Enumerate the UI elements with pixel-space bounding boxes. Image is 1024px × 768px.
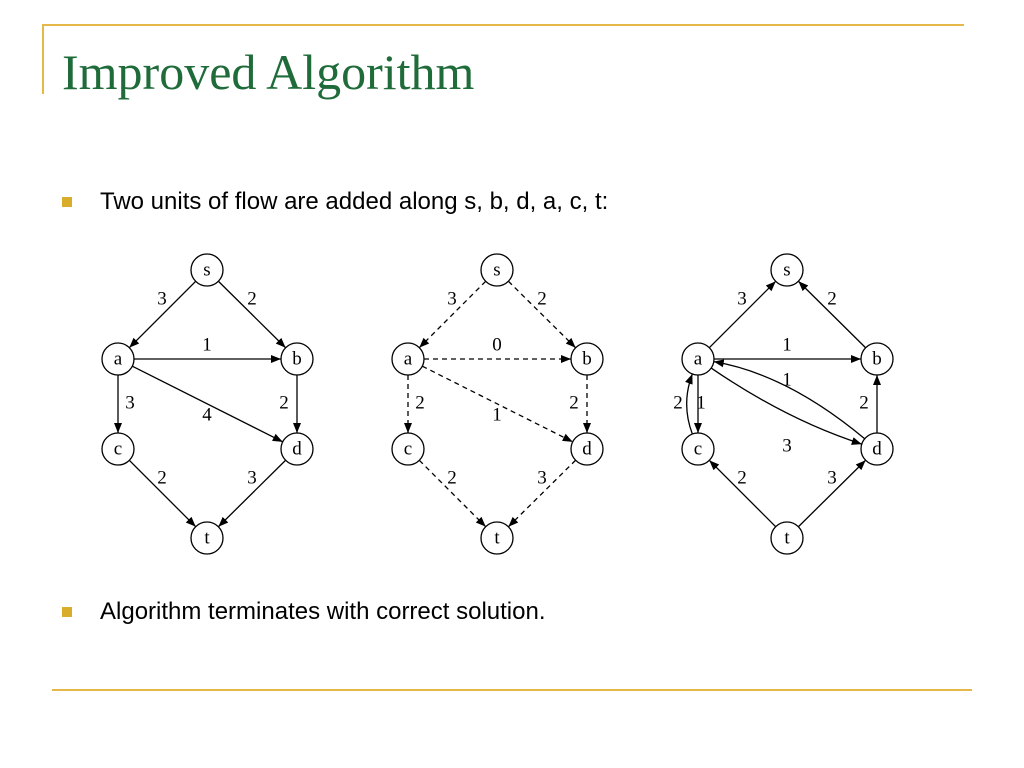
- edge-c-t: [128, 459, 197, 528]
- node-label-d: d: [872, 438, 882, 459]
- node-label-s: s: [493, 259, 500, 280]
- node-label-b: b: [582, 348, 592, 369]
- edge-label-a-b: 1: [202, 334, 212, 355]
- slide-title: Improved Algorithm: [62, 44, 475, 100]
- edge-label-d-t: 3: [537, 467, 547, 488]
- node-t: [190, 521, 224, 555]
- edge-label-a-b: 1: [782, 334, 792, 355]
- edge-label-s-a: 3: [447, 288, 457, 309]
- edge-c-t: [418, 459, 487, 528]
- bullet-item-2: Algorithm terminates with correct soluti…: [62, 598, 546, 626]
- node-label-b: b: [872, 348, 882, 369]
- node-label-c: c: [114, 438, 122, 459]
- edge-d-t: [507, 459, 577, 528]
- edge-label-t-c: 2: [737, 467, 747, 488]
- edge-label-d-t: 3: [247, 467, 257, 488]
- edge-c-a: [685, 373, 693, 435]
- node-s: [190, 253, 224, 287]
- node-b: [570, 342, 604, 376]
- edge-a-s: [708, 280, 777, 349]
- node-label-a: a: [404, 348, 413, 369]
- graph-middle: 3 2 0 2 1 2 2 3 s a b c d t: [391, 253, 604, 555]
- node-label-s: s: [783, 259, 790, 280]
- node-label-a: a: [694, 348, 703, 369]
- edge-label-a-c: 3: [125, 392, 135, 413]
- node-label-d: d: [582, 438, 592, 459]
- node-label-s: s: [203, 259, 210, 280]
- edge-label-c-t: 2: [157, 467, 167, 488]
- edge-b-s: [797, 280, 867, 349]
- node-label-d: d: [292, 438, 302, 459]
- node-t: [770, 521, 804, 555]
- edge-label-b-d: 2: [279, 392, 289, 413]
- edge-d-a: [713, 359, 866, 440]
- edge-label-b-s: 2: [827, 288, 837, 309]
- bullet-item-1: Two units of flow are added along s, b, …: [62, 188, 608, 216]
- square-bullet-icon: [62, 607, 72, 617]
- node-label-b: b: [292, 348, 302, 369]
- edge-a-d: [710, 367, 862, 445]
- node-c: [101, 432, 135, 466]
- node-label-c: c: [694, 438, 702, 459]
- node-label-a: a: [114, 348, 123, 369]
- edge-label-a-d: 1: [492, 404, 502, 425]
- edge-label-a-c: 2: [415, 392, 425, 413]
- node-t: [480, 521, 514, 555]
- bottom-rule: [52, 689, 972, 691]
- node-b: [860, 342, 894, 376]
- edge-label-a-s: 3: [737, 288, 747, 309]
- edge-a-d: [422, 365, 573, 443]
- bullet-text-1: Two units of flow are added along s, b, …: [100, 188, 609, 215]
- node-label-t: t: [784, 527, 790, 548]
- node-label-t: t: [494, 527, 500, 548]
- edge-label-a-d: 4: [202, 404, 212, 425]
- edge-label-b-d: 2: [569, 392, 579, 413]
- edge-label-d-b: 2: [859, 392, 869, 413]
- square-bullet-icon: [62, 197, 72, 207]
- edge-label-s-b: 2: [537, 288, 547, 309]
- node-label-c: c: [404, 438, 412, 459]
- edge-label-c-t: 2: [447, 467, 457, 488]
- node-label-t: t: [204, 527, 210, 548]
- node-a: [101, 342, 135, 376]
- node-s: [480, 253, 514, 287]
- edge-label-c-a: 2: [673, 392, 683, 413]
- node-c: [681, 432, 715, 466]
- node-d: [860, 432, 894, 466]
- node-b: [280, 342, 314, 376]
- node-a: [391, 342, 425, 376]
- edge-label-a-d: 3: [782, 435, 792, 456]
- edge-t-c: [708, 459, 777, 528]
- edge-label-s-b: 2: [247, 288, 257, 309]
- node-s: [770, 253, 804, 287]
- node-c: [391, 432, 425, 466]
- node-a: [681, 342, 715, 376]
- edge-s-a: [128, 280, 197, 349]
- edge-a-d: [132, 365, 283, 443]
- node-d: [570, 432, 604, 466]
- bullet-text-2: Algorithm terminates with correct soluti…: [100, 598, 546, 625]
- edge-s-b: [507, 280, 577, 349]
- edge-label-s-a: 3: [157, 288, 167, 309]
- graph-left: 3 2 1 3 4 2 2 3 s a b c d t: [101, 253, 314, 555]
- edge-label-a-b: 0: [492, 334, 502, 355]
- edge-label-a-c: 1: [696, 392, 706, 413]
- edge-d-t: [217, 459, 287, 528]
- title-frame: [42, 24, 964, 94]
- edge-s-a: [418, 280, 487, 349]
- edge-t-d: [797, 459, 867, 528]
- node-d: [280, 432, 314, 466]
- edge-label-t-d: 3: [827, 467, 837, 488]
- edge-s-b: [217, 280, 287, 349]
- edge-label-d-a: 1: [782, 369, 792, 390]
